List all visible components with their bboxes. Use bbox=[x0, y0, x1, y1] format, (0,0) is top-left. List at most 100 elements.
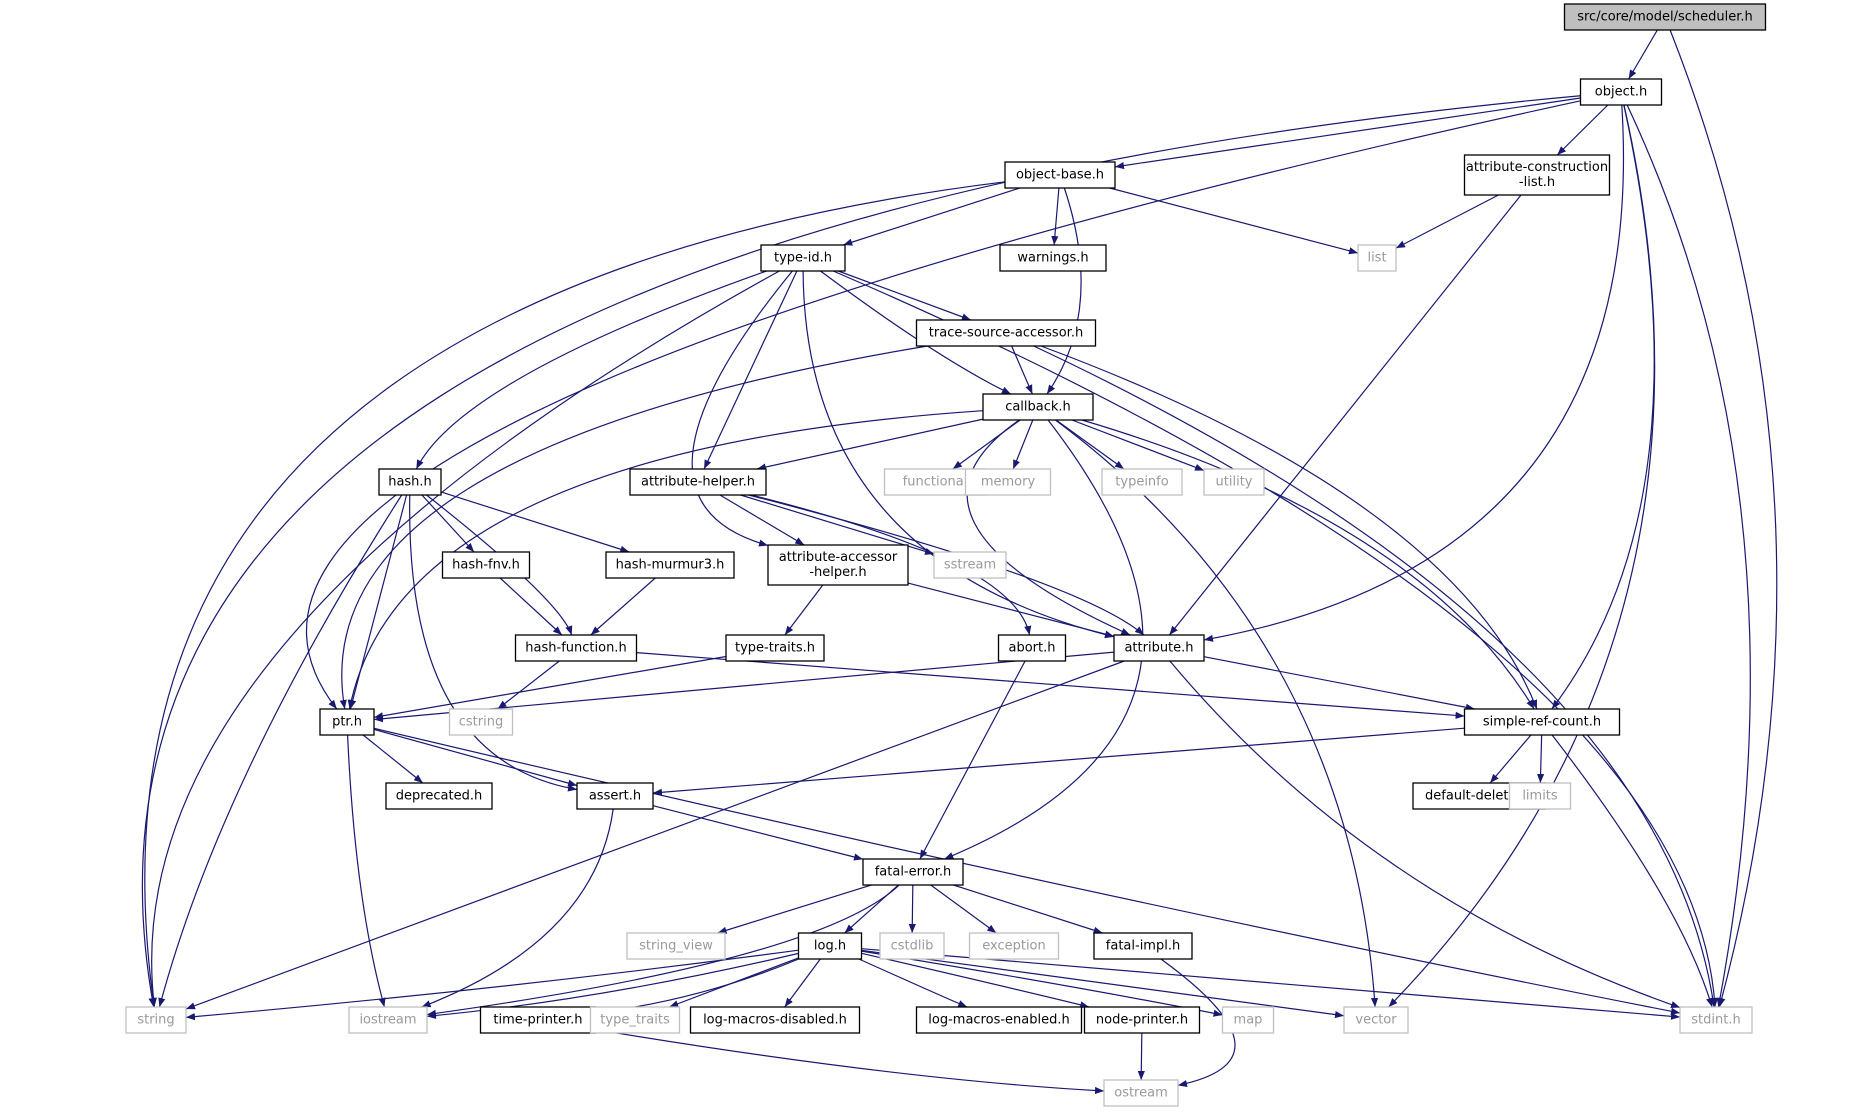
node-box bbox=[514, 634, 638, 662]
node-tsa[interactable]: trace-source-accessor.h bbox=[915, 319, 1097, 347]
node-src[interactable]: simple-ref-count.h bbox=[1463, 708, 1621, 736]
node-box bbox=[760, 244, 846, 272]
edge-layer bbox=[141, 29, 1778, 1095]
node-box bbox=[689, 1006, 861, 1034]
edge-type-id-to-stdint bbox=[832, 270, 1719, 1008]
node-string-view: string_view bbox=[626, 932, 726, 960]
edge-tsa-to-stdint bbox=[1033, 345, 1717, 1008]
node-cstdlib: cstdlib bbox=[879, 932, 945, 960]
node-label: abort.h bbox=[1009, 641, 1056, 656]
node-box bbox=[1563, 3, 1767, 31]
edge-hash-fnv-to-hash-function bbox=[499, 577, 563, 636]
edge-fatal-error-to-iostream bbox=[426, 884, 900, 1017]
node-type-traits: type_traits bbox=[589, 1006, 681, 1034]
node-scheduler[interactable]: src/core/model/scheduler.h bbox=[1563, 3, 1767, 31]
node-attr-helper[interactable]: attribute-helper.h bbox=[629, 468, 767, 496]
node-box bbox=[1103, 1079, 1179, 1107]
node-log[interactable]: log.h bbox=[797, 932, 863, 960]
edge-type-id-to-attribute bbox=[802, 270, 1115, 639]
node-assert[interactable]: assert.h bbox=[576, 782, 654, 810]
node-exception: exception bbox=[968, 932, 1060, 960]
edge-attr-helper-to-aah bbox=[719, 494, 805, 546]
edge-ptr-to-assert bbox=[373, 728, 578, 787]
edge-scheduler-to-stdint bbox=[1669, 29, 1778, 1008]
node-hash[interactable]: hash.h bbox=[378, 468, 442, 496]
node-lme[interactable]: log-macros-enabled.h bbox=[915, 1006, 1083, 1034]
node-label: object-base.h bbox=[1016, 168, 1104, 183]
edge-time-printer-to-ostream bbox=[595, 1028, 1105, 1095]
node-label: fatal-impl.h bbox=[1106, 939, 1180, 954]
node-label: functional bbox=[903, 475, 968, 490]
node-label: type-id.h bbox=[774, 251, 832, 266]
node-label: assert.h bbox=[589, 789, 641, 804]
edge-object-to-stdint bbox=[1626, 104, 1751, 1008]
edge-log-to-node-printer bbox=[861, 952, 1090, 1009]
node-warnings[interactable]: warnings.h bbox=[999, 244, 1107, 272]
edge-hash-to-hash-fnv bbox=[421, 494, 475, 553]
node-deprecated[interactable]: deprecated.h bbox=[385, 782, 493, 810]
edge-log-to-lme bbox=[858, 958, 968, 1008]
node-label: node-printer.h bbox=[1096, 1013, 1188, 1028]
node-box bbox=[589, 1006, 681, 1034]
node-callback[interactable]: callback.h bbox=[982, 393, 1094, 421]
node-box bbox=[1343, 1006, 1409, 1034]
edge-log-to-string bbox=[185, 949, 799, 1021]
node-cstring: cstring bbox=[448, 708, 514, 736]
node-box bbox=[1093, 932, 1193, 960]
node-label: log.h bbox=[814, 939, 846, 954]
node-type-id[interactable]: type-id.h bbox=[760, 244, 846, 272]
node-ptr[interactable]: ptr.h bbox=[319, 708, 375, 736]
edge-type-id-to-hash bbox=[415, 270, 767, 470]
node-hash-function[interactable]: hash-function.h bbox=[514, 634, 638, 662]
node-map: map bbox=[1221, 1006, 1275, 1034]
node-fatal-error[interactable]: fatal-error.h bbox=[862, 858, 964, 886]
node-label: ostream bbox=[1114, 1086, 1168, 1101]
node-label: log-macros-disabled.h bbox=[703, 1013, 847, 1028]
node-box bbox=[767, 544, 909, 586]
node-time-printer[interactable]: time-printer.h bbox=[479, 1006, 597, 1034]
node-attribute[interactable]: attribute.h bbox=[1113, 634, 1205, 662]
node-label: attribute-construction bbox=[1466, 160, 1608, 175]
node-type-traits-h[interactable]: type-traits.h bbox=[725, 634, 825, 662]
node-box bbox=[982, 393, 1094, 421]
node-label: map bbox=[1234, 1013, 1263, 1028]
node-label: deprecated.h bbox=[396, 789, 482, 804]
edge-abort-to-fatal-error bbox=[919, 660, 1026, 860]
node-object-base[interactable]: object-base.h bbox=[1004, 161, 1116, 189]
edge-fatal-error-to-fatal-impl bbox=[953, 884, 1103, 934]
edge-attribute-to-stdint bbox=[1169, 660, 1681, 1009]
node-label: limits bbox=[1522, 789, 1558, 804]
node-label: callback.h bbox=[1005, 400, 1071, 415]
edge-hash-to-assert bbox=[409, 494, 578, 792]
node-hash-murmur3[interactable]: hash-murmur3.h bbox=[605, 551, 735, 579]
edge-acl-to-list bbox=[1395, 194, 1499, 249]
node-box bbox=[1083, 1006, 1201, 1034]
node-abort[interactable]: abort.h bbox=[997, 634, 1067, 662]
node-box bbox=[879, 932, 945, 960]
node-label: hash-function.h bbox=[525, 641, 626, 656]
node-aah[interactable]: attribute-accessor-helper.h bbox=[767, 544, 909, 586]
edge-object-to-ptr bbox=[306, 100, 1581, 710]
node-object[interactable]: object.h bbox=[1579, 78, 1663, 106]
edge-log-to-iostream bbox=[426, 952, 799, 1020]
node-label: -list.h bbox=[1519, 175, 1555, 190]
node-acl[interactable]: attribute-construction-list.h bbox=[1463, 154, 1611, 196]
edge-attribute-to-src bbox=[1203, 656, 1475, 711]
edge-callback-to-fatal-error bbox=[944, 419, 1144, 860]
edge-attribute-to-ptr bbox=[373, 651, 1115, 723]
edge-object-to-attribute bbox=[1203, 104, 1625, 642]
node-box bbox=[448, 708, 514, 736]
edge-hash-function-to-src bbox=[636, 652, 1465, 719]
edge-log-to-lmd bbox=[784, 958, 821, 1008]
node-box bbox=[797, 932, 863, 960]
edge-acl-to-attribute bbox=[1168, 194, 1522, 636]
node-lmd[interactable]: log-macros-disabled.h bbox=[689, 1006, 861, 1034]
node-label: log-macros-enabled.h bbox=[928, 1013, 1069, 1028]
node-hash-fnv[interactable]: hash-fnv.h bbox=[441, 551, 531, 579]
node-box bbox=[1113, 634, 1205, 662]
edge-scheduler-to-object bbox=[1628, 29, 1658, 80]
node-iostream: iostream bbox=[348, 1006, 428, 1034]
node-node-printer[interactable]: node-printer.h bbox=[1083, 1006, 1201, 1034]
node-fatal-impl[interactable]: fatal-impl.h bbox=[1093, 932, 1193, 960]
edge-callback-to-attr-helper bbox=[756, 418, 984, 471]
